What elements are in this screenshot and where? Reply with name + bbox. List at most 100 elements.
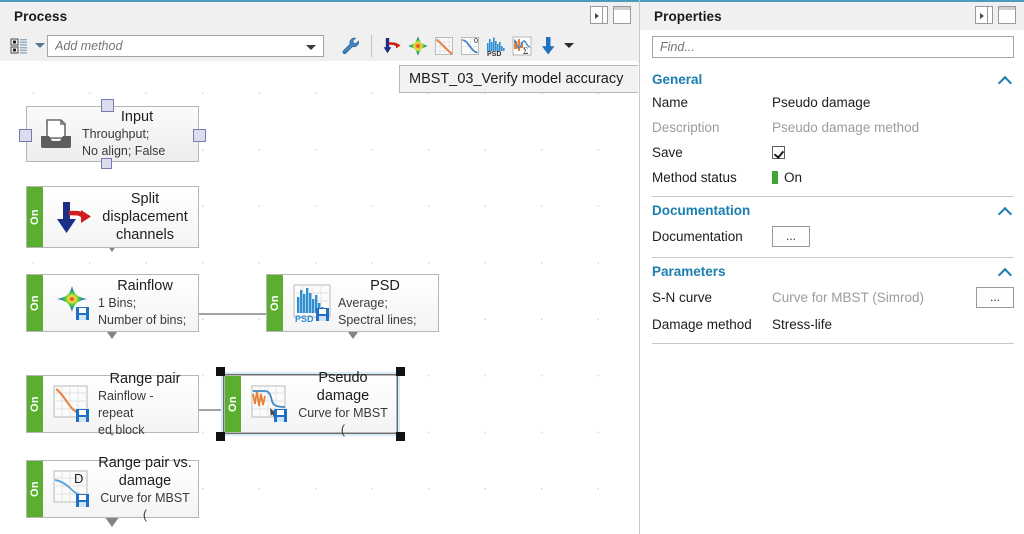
node-title: Rainflow — [117, 278, 173, 294]
svg-text:0: 0 — [474, 38, 478, 45]
wrench-icon[interactable] — [338, 33, 364, 59]
psd-histogram-icon[interactable]: PSD — [483, 33, 509, 59]
node-sub2: Number of bins; — [98, 313, 187, 327]
section-general-header[interactable]: General — [652, 64, 1014, 90]
property-row-save: Save — [652, 140, 1014, 165]
split-arrows-icon — [50, 195, 94, 239]
property-value: On — [784, 170, 803, 185]
property-label: Description — [652, 120, 720, 135]
chevron-down-icon[interactable] — [306, 44, 316, 50]
section-parameters-title: Parameters — [652, 264, 726, 279]
section-documentation-header[interactable]: Documentation — [652, 196, 1014, 221]
node-title-line1: Pseudo — [318, 370, 368, 386]
chevron-up-icon[interactable] — [999, 204, 1012, 217]
flow-name-tooltip: MBST_03_Verify model accuracy — [399, 65, 638, 93]
split-arrows-icon[interactable] — [379, 33, 405, 59]
properties-panel: Properties General Name Pseudo damage De… — [640, 0, 1024, 534]
rainflow-star-icon[interactable] — [405, 33, 431, 59]
port-top[interactable] — [101, 99, 114, 112]
rainflow-star-icon — [50, 281, 94, 325]
find-field[interactable] — [652, 36, 1014, 58]
resize-handle-top-left[interactable] — [216, 367, 225, 376]
node-input-sub2: No align; False — [82, 144, 166, 158]
node-title-line2: damage — [118, 473, 172, 489]
process-panel-header-buttons — [590, 6, 631, 24]
node-input[interactable]: Input Throughput; No align; False — [19, 99, 206, 169]
pseudo-damage-icon[interactable]: Σ — [509, 33, 535, 59]
node-pseudo-damage[interactable]: On — [216, 367, 405, 441]
property-label: Documentation — [652, 228, 743, 244]
input-tray-icon — [34, 112, 78, 156]
node-range-pair[interactable]: On — [26, 371, 199, 437]
status-badge-label: On — [29, 481, 41, 497]
port-right[interactable] — [193, 129, 206, 142]
status-badge-on: On — [27, 376, 43, 432]
node-split-displacement-channels[interactable]: On Split displacement chann — [26, 186, 199, 248]
chevron-up-icon[interactable] — [999, 265, 1012, 278]
level-crossing-icon[interactable]: 0 — [457, 33, 483, 59]
add-method-input[interactable] — [48, 35, 323, 56]
node-text: Range pair Rainflow - repeat ed block — [94, 370, 198, 439]
node-psd[interactable]: On — [266, 274, 439, 332]
node-title: PSD — [370, 278, 400, 294]
section-documentation: Documentation Documentation ... — [652, 196, 1014, 251]
property-value: Curve for MBST (Simrod) — [772, 289, 925, 305]
property-row-sn-curve: S-N curve Curve for MBST (Simrod) ... — [652, 282, 1014, 312]
blue-down-arrow-icon[interactable] — [535, 33, 561, 59]
process-panel: Process — [0, 0, 640, 534]
svg-text:PSD: PSD — [295, 314, 314, 324]
node-range-pair-vs-damage[interactable]: On D — [26, 455, 199, 522]
resize-handle-top-right[interactable] — [396, 367, 405, 376]
property-label: Damage method — [652, 317, 752, 332]
status-badge-label: On — [29, 396, 41, 412]
documentation-ellipsis-button[interactable]: ... — [772, 225, 810, 247]
chevron-up-icon[interactable] — [999, 73, 1012, 86]
more-methods-chevron-down-icon[interactable] — [564, 43, 574, 48]
node-input-body: Input Throughput; No align; False — [27, 107, 198, 161]
node-sub2: ed block — [98, 422, 145, 437]
node-body: D Range pair vs. damage Curve for MBST ( — [43, 455, 198, 522]
add-method-combobox[interactable] — [47, 34, 324, 57]
svg-text:PSD: PSD — [487, 51, 501, 57]
node-body: Split displacement channels — [43, 187, 198, 247]
range-pair-curve-icon[interactable] — [431, 33, 457, 59]
status-badge-label: On — [227, 396, 239, 412]
pin-panel-icon[interactable] — [975, 6, 993, 24]
window-icon[interactable] — [998, 6, 1016, 24]
pin-panel-icon[interactable] — [590, 6, 608, 24]
property-label: Method status — [652, 170, 737, 185]
node-body: PSD PSD Average; Spectral lines; — [283, 275, 438, 331]
node-text: Split displacement channels — [94, 190, 198, 244]
section-parameters-header[interactable]: Parameters — [652, 257, 1014, 282]
find-input[interactable] — [653, 37, 1013, 57]
resize-handle-bottom-right[interactable] — [396, 432, 405, 441]
sn-curve-ellipsis-button[interactable]: ... — [976, 286, 1014, 308]
method-list-icon[interactable] — [6, 33, 32, 59]
property-value: Pseudo damage method — [772, 120, 920, 135]
property-value[interactable]: Stress-life — [772, 317, 833, 332]
svg-text:D: D — [74, 471, 83, 486]
node-body: Range pair Rainflow - repeat ed block — [43, 371, 198, 437]
node-rainflow[interactable]: On — [26, 274, 199, 332]
status-badge-on: On — [27, 187, 43, 247]
port-bottom[interactable] — [101, 158, 112, 169]
port-left[interactable] — [19, 129, 32, 142]
resize-handle-bottom-left[interactable] — [216, 432, 225, 441]
node-text: Range pair vs. damage Curve for MBST ( — [94, 454, 198, 524]
toolbar-separator — [371, 34, 372, 57]
process-panel-header: Process — [0, 0, 639, 30]
process-flow-canvas[interactable]: MBST_03_Verify model accuracy Input Thro… — [0, 61, 638, 534]
method-list-chevron-down-icon[interactable] — [35, 43, 45, 48]
property-value[interactable]: Pseudo damage — [772, 95, 871, 110]
property-row-method-status: Method status On — [652, 165, 1014, 190]
properties-panel-title: Properties — [654, 8, 722, 24]
window-icon[interactable] — [613, 6, 631, 24]
save-checkbox[interactable] — [772, 146, 785, 159]
damage-curve-icon: D — [50, 467, 94, 511]
process-panel-title: Process — [14, 8, 68, 24]
psd-histogram-icon: PSD — [290, 281, 334, 325]
node-sub1: Average; — [338, 296, 388, 310]
properties-panel-header: Properties — [640, 0, 1024, 30]
node-input-sub1: Throughput; — [82, 127, 150, 141]
